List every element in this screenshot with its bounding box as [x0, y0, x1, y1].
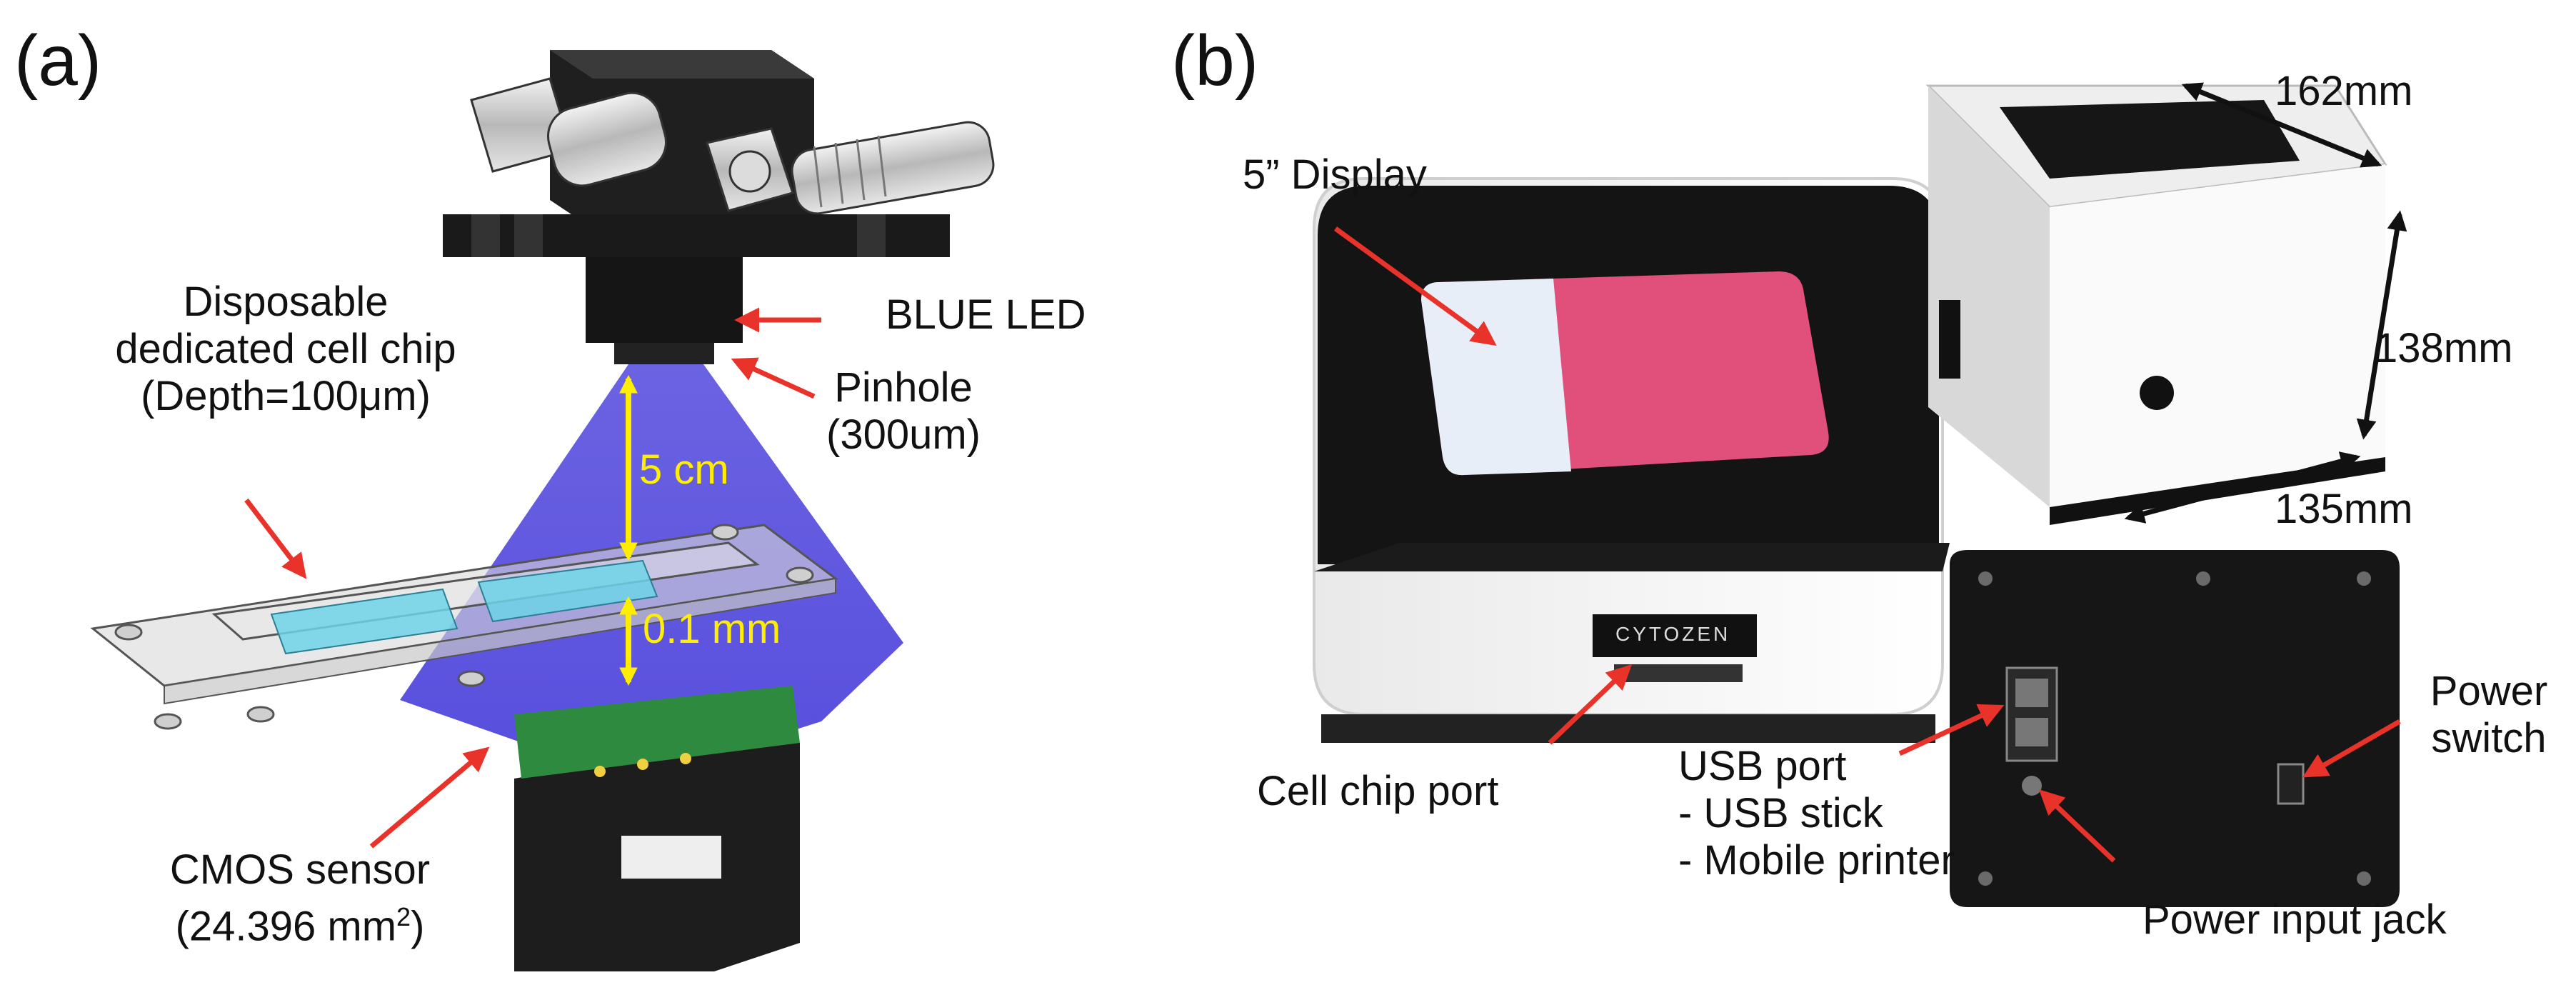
display-label: 5” Display: [1243, 151, 1427, 198]
cmos-sensor: [514, 686, 800, 971]
pinhole-label: Pinhole (300um): [800, 364, 1007, 459]
power-button: [2140, 376, 2174, 410]
brand-label: CYTOZEN: [1615, 623, 1731, 645]
pinhole-pointer-arrow: [731, 357, 816, 399]
usb-port-label: USB port - USB stick - Mobile printer: [1678, 743, 1955, 884]
cell-chip-slot: [1614, 664, 1743, 682]
cell-chip-label: Disposable dedicated cell chip (Depth=10…: [107, 279, 464, 420]
power-jack: [2022, 776, 2042, 796]
power-switch: [2277, 763, 2305, 805]
distance-01mm-label: 0.1 mm: [643, 606, 781, 652]
device-front-view: [1313, 177, 1950, 743]
width-dimension-arrow: [2181, 82, 2382, 168]
brand-plate: [1593, 614, 1757, 657]
pinhole-label-line2: (300um): [826, 411, 981, 458]
power-switch-label-line2: switch: [2431, 715, 2547, 761]
height-label: 138mm: [2375, 325, 2513, 371]
cell-chip-label-line3: (Depth=100μm): [141, 373, 431, 419]
height-dimension-arrow: [2356, 210, 2407, 440]
usb-port-label-line3: - Mobile printer: [1678, 837, 1955, 884]
cmos-area-value: (24.396 mm: [175, 903, 397, 950]
power-switch-pointer-arrow: [2302, 719, 2401, 778]
cmos-pointer-arrow: [369, 746, 490, 849]
power-input-jack-label: Power input jack: [2143, 896, 2447, 943]
cell-chip: [90, 524, 838, 730]
distance-5cm-label: 5 cm: [639, 446, 729, 493]
usb-pointer-arrow: [1898, 704, 2005, 756]
cmos-label-line1: CMOS sensor: [169, 846, 431, 893]
panel-a-label: (a): [14, 21, 102, 101]
cell-chip-port-label: Cell chip port: [1257, 768, 1499, 814]
power-jack-pointer-arrow: [2038, 789, 2116, 863]
power-switch-label-line1: Power: [2430, 668, 2548, 714]
panel-b-label: (b): [1171, 21, 1259, 101]
cell-chip-label-line1: Disposable: [183, 279, 389, 325]
pinhole-label-line1: Pinhole: [834, 364, 973, 411]
cmos-area-close: ): [411, 903, 425, 950]
device-perspective-view: [1925, 84, 2387, 525]
cell-chip-pointer-arrow: [244, 498, 307, 579]
depth-label: 135mm: [2275, 486, 2413, 532]
blue-led-label: BLUE LED: [886, 291, 1086, 338]
cmos-label: CMOS sensor (24.396 mm2): [129, 846, 471, 950]
power-switch-label: Power switch: [2410, 668, 2567, 762]
led-assembly: [443, 50, 995, 364]
depth-dimension-arrow: [2124, 451, 2361, 524]
device-rear-panel: [1950, 550, 2400, 907]
display-pointer-arrow: [1333, 226, 1497, 346]
cmos-area-exponent: 2: [396, 902, 411, 931]
usb-port-label-line2: - USB stick: [1678, 790, 1883, 836]
width-label: 162mm: [2275, 68, 2413, 114]
chip-port-pointer-arrow: [1548, 664, 1633, 745]
cmos-label-line2: (24.396 mm2): [129, 894, 471, 950]
usb-port-label-line1: USB port: [1678, 743, 1847, 789]
cell-chip-label-line2: dedicated cell chip: [115, 326, 456, 372]
